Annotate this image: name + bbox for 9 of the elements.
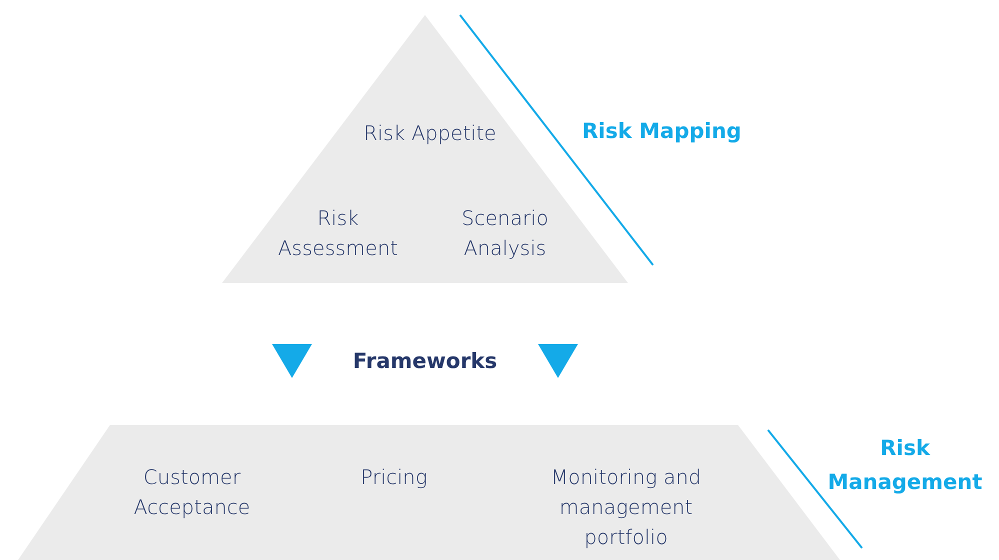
node-text: Risk Assessment: [277, 205, 399, 262]
heading-label: Risk Management: [826, 435, 984, 496]
section-label: Frameworks: [352, 348, 498, 375]
node-text: Risk Appetite: [362, 120, 498, 147]
node-text: Monitoring and management portfolio: [550, 464, 702, 551]
node-text: Scenario Analysis: [460, 205, 550, 262]
node-text: Pricing: [360, 464, 428, 491]
heading-label: Risk Mapping: [582, 118, 742, 145]
node-text: Customer Acceptance: [132, 464, 252, 521]
